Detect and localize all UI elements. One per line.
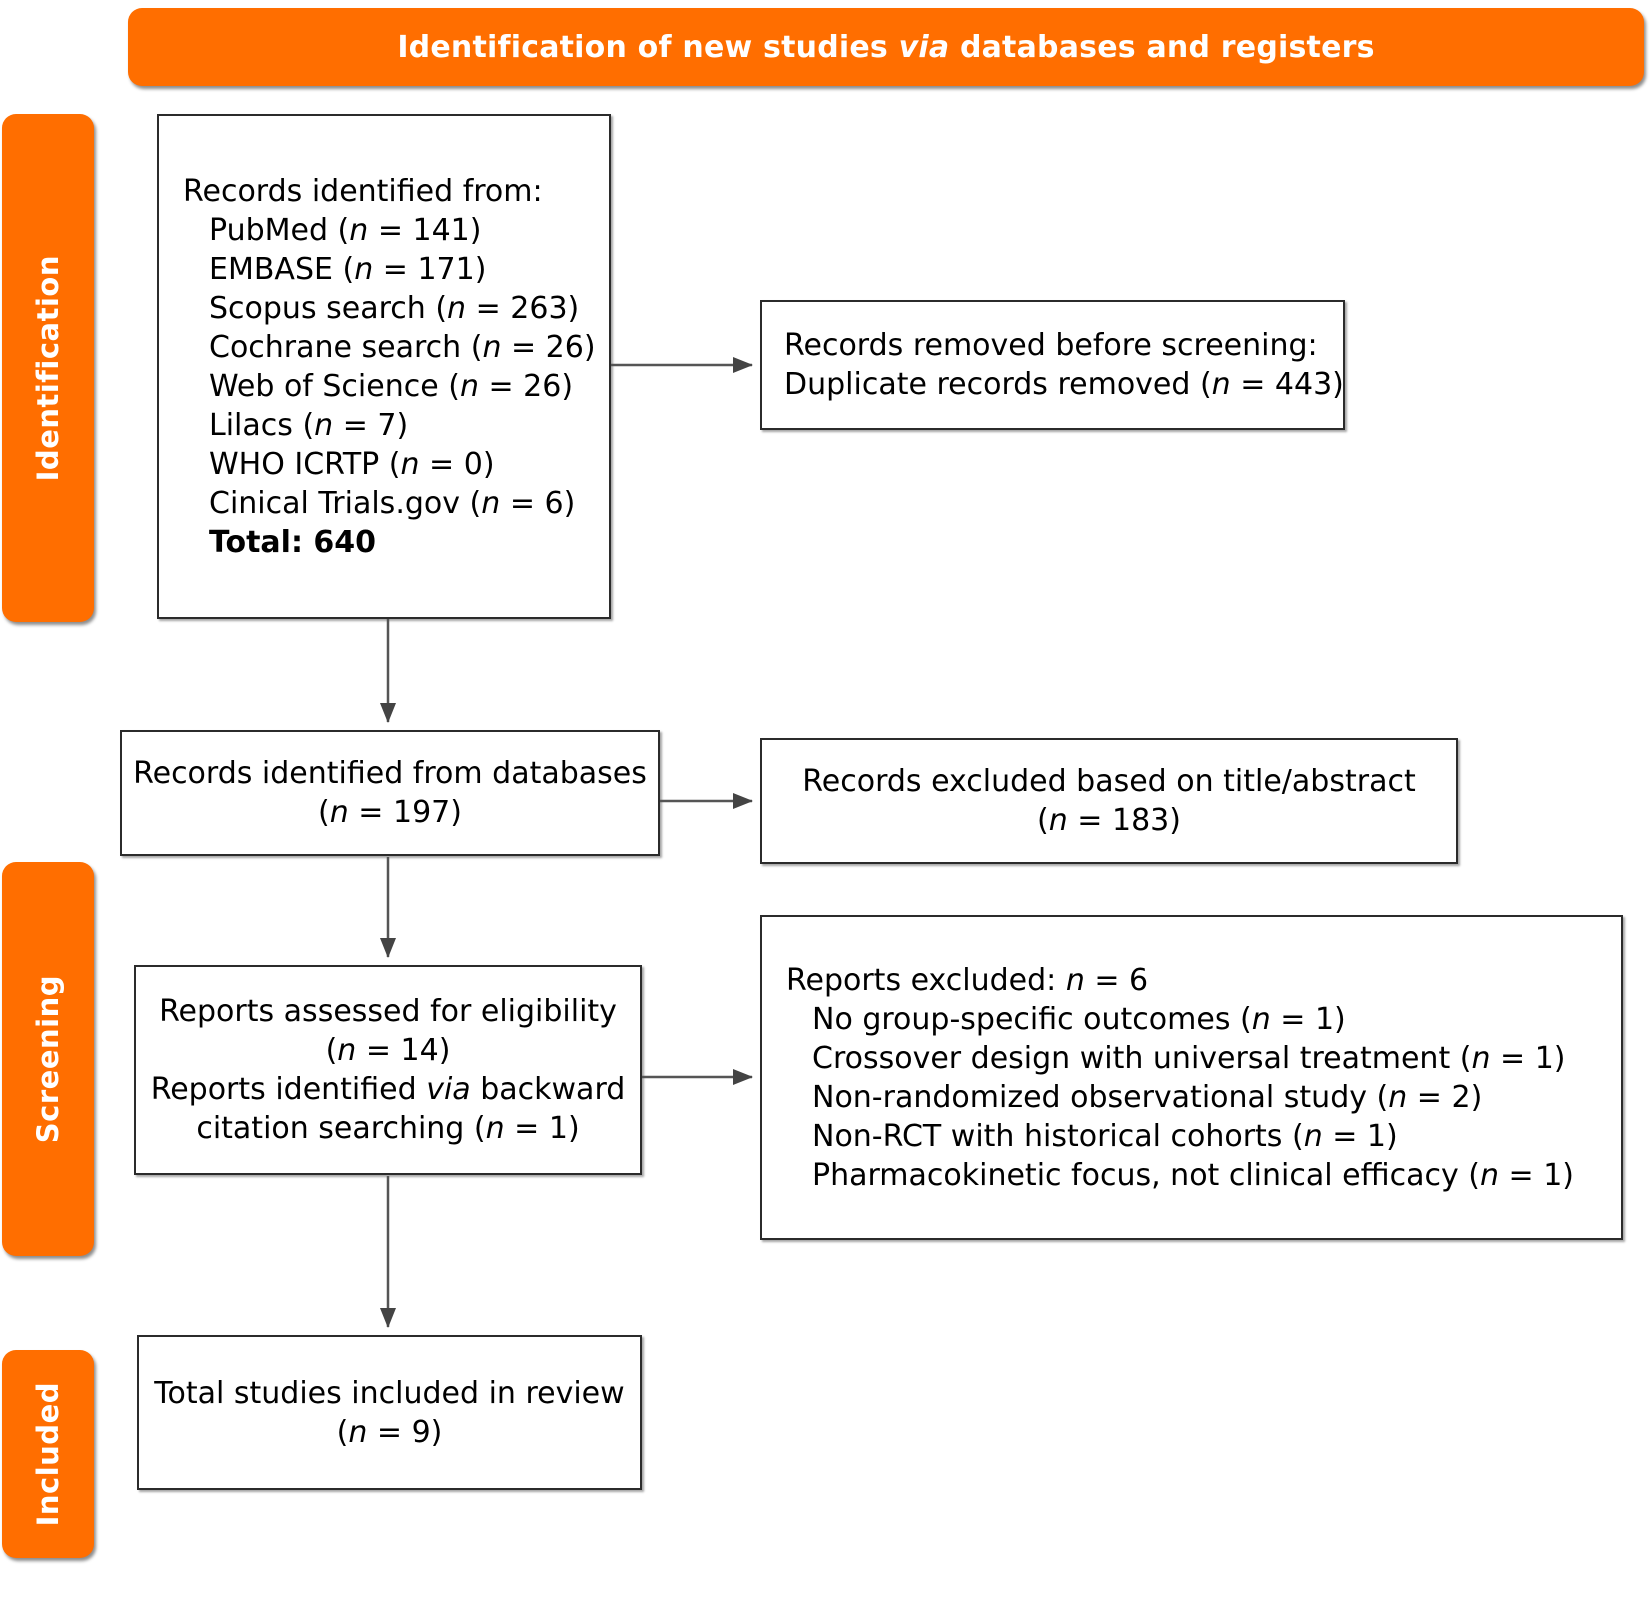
records-excluded-count: (n = 183) (1037, 803, 1181, 838)
phase-label-screening: Screening (31, 974, 65, 1144)
exclusion-reason-crossover-design: Crossover design with universal treatmen… (812, 1040, 1566, 1076)
source-n-embase: 171 (417, 251, 475, 287)
reports-excluded-heading: Reports excluded: n = 6 (786, 962, 1149, 998)
source-name-web-of-science: Web of Science (209, 368, 439, 404)
source-name-embase: EMBASE (209, 251, 333, 287)
records-removed-n: 443 (1274, 367, 1333, 402)
exclusion-reason-pharmacokinetic: Pharmacokinetic focus, not clinical effi… (812, 1157, 1574, 1193)
node-records-excluded: Records excluded based on title/abstract… (760, 738, 1458, 864)
records-removed-line1: Records removed before screening: (784, 328, 1318, 363)
reports-assessed-n1: 14 (400, 1033, 439, 1068)
header-text-before: Identification of new studies (397, 29, 899, 65)
source-name-who-ictrp: WHO ICRTP (209, 446, 380, 482)
reports-assessed-line3-italic: via (426, 1072, 471, 1107)
reports-assessed-line3: Reports identified via backward (136, 1070, 640, 1109)
phase-label-identification: Identification (31, 254, 65, 482)
reports-assessed-count1: (n = 14) (325, 1033, 451, 1068)
node-reports-assessed: Reports assessed for eligibility (n = 14… (134, 965, 642, 1175)
source-item-clinicaltrials: Cinical Trials.gov (n = 6) (209, 485, 576, 521)
source-n-clinicaltrials: 6 (544, 485, 564, 521)
exclusion-reason-n-1: 1 (1534, 1040, 1554, 1076)
node-records-removed: Records removed before screening: Duplic… (760, 300, 1345, 430)
reports-assessed-n2: 1 (548, 1111, 568, 1146)
source-name-pubmed: PubMed (209, 212, 329, 248)
source-n-web-of-science: 26 (523, 368, 562, 404)
source-item-lilacs: Lilacs (n = 7) (209, 407, 409, 443)
records-from-databases-count: (n = 197) (318, 795, 462, 830)
phase-bar-included: Included (2, 1350, 94, 1558)
total-included-line1: Total studies included in review (154, 1375, 625, 1411)
node-records-identified: Records identified from: PubMed (n = 141… (157, 114, 611, 619)
source-item-pubmed: PubMed (n = 141) (209, 212, 482, 248)
reports-assessed-line3-after: backward (470, 1072, 626, 1107)
exclusion-reason-n-4: 1 (1543, 1157, 1563, 1193)
reports-assessed-line4: citation searching (n = 1) (196, 1111, 580, 1146)
source-n-scopus: 263 (510, 290, 568, 326)
exclusion-reason-n-0: 1 (1314, 1001, 1335, 1037)
source-item-who-ictrp: WHO ICRTP (n = 0) (209, 446, 495, 482)
header-text-after: databases and registers (949, 29, 1375, 65)
exclusion-reason-n-2: 2 (1451, 1079, 1471, 1115)
source-item-scopus: Scopus search (n = 263) (209, 290, 580, 326)
node-reports-excluded: Reports excluded: n = 6 No group-specifi… (760, 915, 1623, 1240)
records-removed-label: Duplicate records removed (784, 367, 1191, 402)
total-included-n: 9 (411, 1414, 431, 1450)
exclusion-reason-no-group-specific-outcomes: No group-specific outcomes (n = 1) (812, 1001, 1346, 1037)
source-n-lilacs: 7 (377, 407, 397, 443)
diagram-header-banner: Identification of new studies via databa… (128, 8, 1644, 86)
reports-assessed-line3-before: Reports identified (150, 1072, 427, 1107)
source-name-scopus: Scopus search (209, 290, 426, 326)
source-n-pubmed: 141 (412, 212, 470, 248)
exclusion-reason-label-2: Non-randomized observational study (812, 1079, 1367, 1115)
exclusion-reason-label-4: Pharmacokinetic focus, not clinical effi… (812, 1157, 1459, 1193)
source-name-cochrane: Cochrane search (209, 329, 462, 365)
reports-assessed-line1: Reports assessed for eligibility (159, 994, 617, 1029)
reports-assessed-line4-label: citation searching (196, 1111, 465, 1146)
phase-bar-screening: Screening (2, 862, 94, 1256)
records-excluded-line1: Records excluded based on title/abstract (802, 764, 1416, 799)
header-text-italic: via (898, 29, 950, 65)
exclusion-reason-n-3: 1 (1366, 1118, 1387, 1154)
records-excluded-n: 183 (1111, 803, 1170, 838)
source-n-cochrane: 26 (545, 329, 584, 365)
exclusion-reason-label-3: Non-RCT with historical cohorts (812, 1118, 1283, 1154)
exclusion-reason-non-randomized: Non-randomized observational study (n = … (812, 1079, 1483, 1115)
source-n-who-ictrp: 0 (463, 446, 483, 482)
reports-excluded-heading-label: Reports excluded: (786, 962, 1057, 998)
records-identified-total-text: Total: 640 (209, 524, 377, 560)
phase-bar-identification: Identification (2, 114, 94, 622)
reports-excluded-heading-n: 6 (1129, 962, 1149, 998)
records-from-databases-line1: Records identified from databases (133, 756, 647, 791)
records-identified-total: Total: 640 (183, 523, 609, 562)
exclusion-reason-label-1: Crossover design with universal treatmen… (812, 1040, 1451, 1076)
source-item-embase: EMBASE (n = 171) (209, 251, 487, 287)
source-name-lilacs: Lilacs (209, 407, 293, 443)
source-item-web-of-science: Web of Science (n = 26) (209, 368, 574, 404)
phase-label-included: Included (31, 1381, 65, 1527)
diagram-header-title: Identification of new studies via databa… (397, 30, 1374, 65)
exclusion-reason-label-0: No group-specific outcomes (812, 1001, 1231, 1037)
source-item-cochrane: Cochrane search (n = 26) (209, 329, 596, 365)
exclusion-reason-non-rct-historical: Non-RCT with historical cohorts (n = 1) (812, 1118, 1398, 1154)
node-records-from-databases: Records identified from databases (n = 1… (120, 730, 660, 856)
node-total-included: Total studies included in review (n = 9) (137, 1335, 642, 1490)
source-name-clinicaltrials: Cinical Trials.gov (209, 485, 461, 521)
total-included-count: (n = 9) (336, 1414, 443, 1450)
records-from-databases-n: 197 (392, 795, 451, 830)
records-removed-line2: Duplicate records removed (n = 443) (784, 367, 1344, 402)
records-identified-title: Records identified from: (183, 173, 543, 209)
